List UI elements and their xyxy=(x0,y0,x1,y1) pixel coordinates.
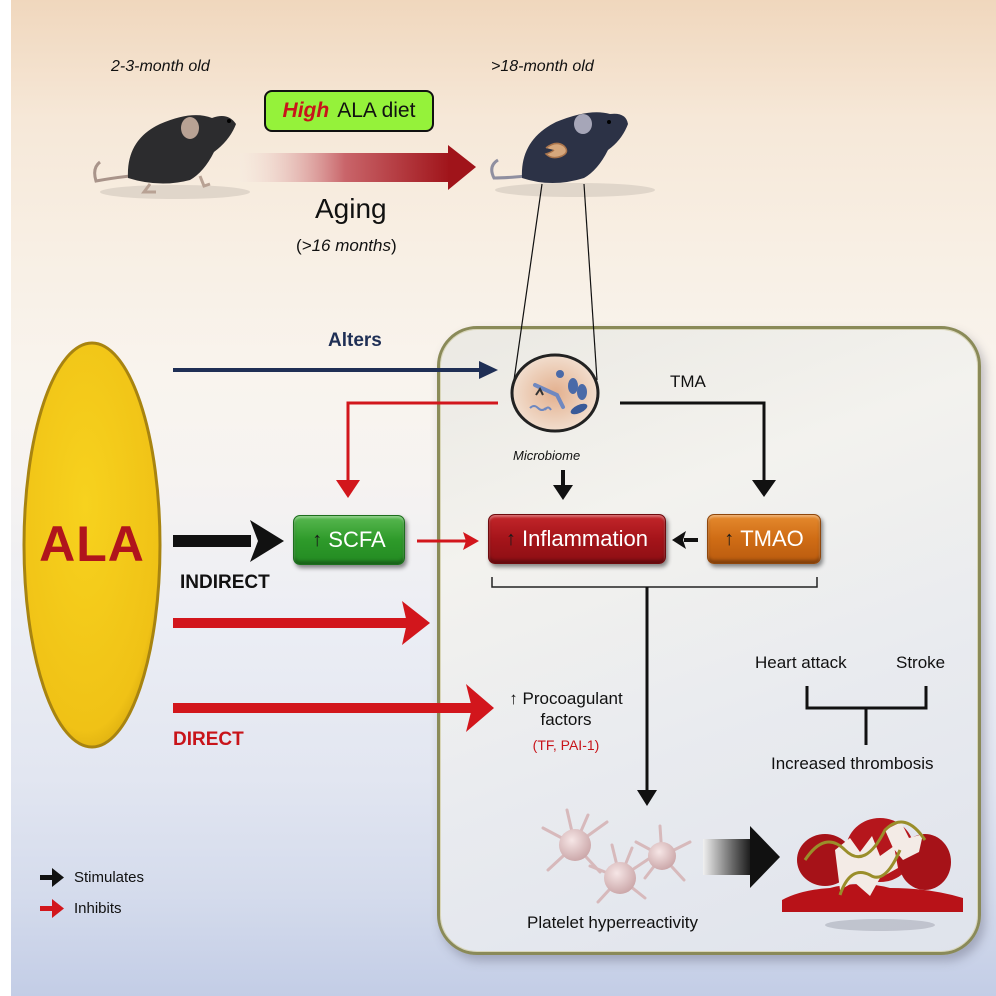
aging-label: Aging xyxy=(315,193,387,224)
thrombus-illustration xyxy=(782,818,963,931)
tma-arrow xyxy=(620,401,776,497)
increased-thrombosis-label: Increased thrombosis xyxy=(771,754,934,773)
heart-attack-label: Heart attack xyxy=(755,653,847,672)
direct-inhibit-procoagulant-arrow xyxy=(173,684,494,732)
scfa-label: SCFA xyxy=(328,527,386,552)
platelet-label: Platelet hyperreactivity xyxy=(527,913,699,932)
alters-arrow xyxy=(173,361,498,379)
young-age-label: 2-3-month old xyxy=(111,58,210,75)
zoom-line-right xyxy=(583,183,598,381)
inflammation-node: ↑ Inflammation xyxy=(488,514,666,564)
inflammation-label: Inflammation xyxy=(522,526,648,551)
thrombosis-outcome-bracket xyxy=(805,686,928,745)
ala-label: ALA xyxy=(39,516,145,572)
to-thrombus-arrow xyxy=(703,826,780,888)
old-age-label: >18-month old xyxy=(491,58,594,75)
tmao-to-inflammation-arrow xyxy=(672,531,698,549)
scfa-to-inflammation-inhibit-arrow xyxy=(417,532,479,550)
procoagulant-node: ↑ Procoagulant factors (TF, PAI-1) xyxy=(496,688,636,756)
to-platelet-arrow xyxy=(637,587,657,806)
stroke-label: Stroke xyxy=(896,653,946,672)
diet-emphasis: High xyxy=(282,99,330,122)
microbiome-label: Microbiome xyxy=(513,448,581,463)
diet-text: ALA diet xyxy=(337,99,416,122)
increase-arrow-icon: ↑ xyxy=(724,527,735,550)
tma-label: TMA xyxy=(670,372,706,391)
legend-inhibits-arrow-icon xyxy=(40,899,64,918)
high-ala-diet-box: High ALA diet xyxy=(264,90,434,132)
platelets-illustration xyxy=(541,808,692,904)
procoagulant-detail: (TF, PAI-1) xyxy=(532,737,600,753)
zoom-line-left xyxy=(513,183,543,381)
indirect-label: INDIRECT xyxy=(180,572,270,593)
microbiome-illustration xyxy=(510,353,600,433)
direct-inhibit-panel-arrow xyxy=(173,601,430,645)
microbiome-to-scfa-inhibit-arrow xyxy=(336,401,498,498)
direct-label: DIRECT xyxy=(173,729,244,750)
aging-duration: (>16 months) xyxy=(296,236,397,255)
inflammation-tmao-bracket xyxy=(491,577,818,588)
increase-arrow-icon: ↑ xyxy=(312,528,323,551)
legend-inhibits-label: Inhibits xyxy=(74,900,122,917)
ala-ellipse xyxy=(22,341,162,749)
alters-label: Alters xyxy=(328,330,382,351)
tmao-label: TMAO xyxy=(740,526,804,551)
indirect-arrow xyxy=(173,520,284,562)
aging-arrow xyxy=(240,145,476,190)
young-mouse-illustration xyxy=(93,115,250,199)
legend-stimulates-arrow-icon xyxy=(40,868,64,887)
tmao-node: ↑ TMAO xyxy=(707,514,821,564)
legend-stimulates-label: Stimulates xyxy=(74,869,145,886)
increase-arrow-icon: ↑ xyxy=(509,689,518,708)
scfa-node: ↑ SCFA xyxy=(293,515,405,565)
microbiome-to-inflammation-arrow xyxy=(553,470,573,500)
old-mouse-illustration xyxy=(490,112,655,197)
increase-arrow-icon: ↑ xyxy=(506,527,517,550)
